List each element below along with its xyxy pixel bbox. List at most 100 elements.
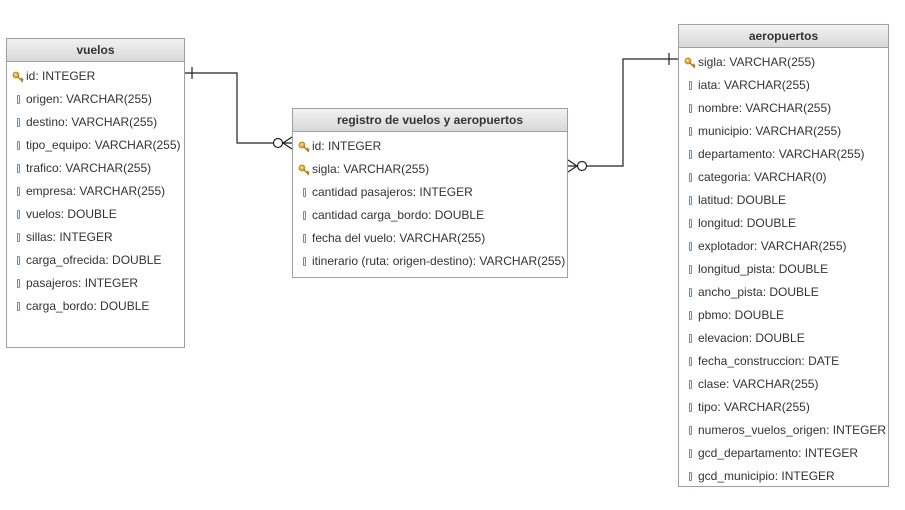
- field-label: gcd_municipio: INTEGER: [698, 469, 835, 483]
- crowfoot-marker: [567, 159, 578, 167]
- field-label: sigla: VARCHAR(255): [312, 162, 430, 176]
- field-label: nombre: VARCHAR(255): [698, 101, 832, 115]
- column-icon: [684, 125, 696, 139]
- field-row[interactable]: cantidad pasajeros: INTEGER: [293, 181, 567, 204]
- field-row[interactable]: explotador: VARCHAR(255): [679, 235, 888, 258]
- column-icon: [684, 309, 696, 323]
- field-label: origen: VARCHAR(255): [26, 92, 152, 106]
- field-list: id: INTEGER sigla: VARCHAR(255) cantidad p…: [293, 132, 567, 273]
- field-row[interactable]: categoria: VARCHAR(0): [679, 166, 888, 189]
- field-label: destino: VARCHAR(255): [26, 115, 158, 129]
- field-label: empresa: VARCHAR(255): [26, 184, 166, 198]
- field-label: longitud_pista: DOUBLE: [698, 262, 829, 276]
- field-row[interactable]: longitud_pista: DOUBLE: [679, 258, 888, 281]
- column-icon: [12, 185, 24, 199]
- field-row[interactable]: longitud: DOUBLE: [679, 212, 888, 235]
- field-row[interactable]: departamento: VARCHAR(255): [679, 143, 888, 166]
- column-icon: [684, 355, 696, 369]
- field-label: municipio: VARCHAR(255): [698, 124, 842, 138]
- field-row[interactable]: sillas: INTEGER: [7, 226, 184, 249]
- field-label: ancho_pista: DOUBLE: [698, 285, 819, 299]
- entity-title: vuelos: [7, 39, 184, 62]
- field-row[interactable]: iata: VARCHAR(255): [679, 74, 888, 97]
- field-row[interactable]: itinerario (ruta: origen-destino): VARCH…: [293, 250, 567, 273]
- column-icon: [684, 217, 696, 231]
- field-row[interactable]: tipo_equipo: VARCHAR(255): [7, 134, 184, 157]
- column-icon: [12, 162, 24, 176]
- column-icon: [12, 231, 24, 245]
- field-label: cantidad pasajeros: INTEGER: [312, 185, 473, 199]
- field-row[interactable]: tipo: VARCHAR(255): [679, 396, 888, 419]
- column-icon: [12, 139, 24, 153]
- column-icon: [684, 79, 696, 93]
- field-row[interactable]: destino: VARCHAR(255): [7, 111, 184, 134]
- field-row[interactable]: pbmo: DOUBLE: [679, 304, 888, 327]
- field-label: pbmo: DOUBLE: [698, 308, 785, 322]
- column-icon: [298, 255, 310, 269]
- entity-aeropuertos[interactable]: aeropuertos sigla: VARCHAR(255)iata: VAR…: [678, 24, 889, 487]
- field-row[interactable]: gcd_departamento: INTEGER: [679, 442, 888, 465]
- field-label: gcd_departamento: INTEGER: [698, 446, 859, 460]
- crowfoot-marker: [282, 136, 293, 144]
- column-icon: [684, 263, 696, 277]
- field-label: pasajeros: INTEGER: [26, 276, 139, 290]
- field-label: departamento: VARCHAR(255): [698, 147, 865, 161]
- field-label: carga_bordo: DOUBLE: [26, 299, 150, 313]
- column-icon: [684, 194, 696, 208]
- key-icon: [298, 163, 310, 177]
- field-label: cantidad carga_bordo: DOUBLE: [312, 208, 485, 222]
- field-list: sigla: VARCHAR(255) iata: VARCHAR(255) nom…: [679, 48, 888, 488]
- column-icon: [298, 186, 310, 200]
- field-row[interactable]: carga_bordo: DOUBLE: [7, 295, 184, 318]
- field-row[interactable]: id: INTEGER: [7, 65, 184, 88]
- column-icon: [684, 447, 696, 461]
- field-label: itinerario (ruta: origen-destino): VARCH…: [312, 254, 566, 268]
- column-icon: [684, 286, 696, 300]
- field-label: vuelos: DOUBLE: [26, 207, 117, 221]
- field-row[interactable]: cantidad carga_bordo: DOUBLE: [293, 204, 567, 227]
- field-row[interactable]: pasajeros: INTEGER: [7, 272, 184, 295]
- entity-vuelos[interactable]: vuelos id: INTEGER origen: VARCHAR(255) de…: [6, 38, 185, 348]
- key-icon: [298, 140, 310, 154]
- field-row[interactable]: trafico: VARCHAR(255): [7, 157, 184, 180]
- column-icon: [298, 232, 310, 246]
- field-row[interactable]: ancho_pista: DOUBLE: [679, 281, 888, 304]
- field-label: clase: VARCHAR(255): [698, 377, 819, 391]
- column-icon: [684, 171, 696, 185]
- field-row[interactable]: municipio: VARCHAR(255): [679, 120, 888, 143]
- column-icon: [684, 332, 696, 346]
- column-icon: [12, 93, 24, 107]
- column-icon: [12, 116, 24, 130]
- field-label: fecha_construccion: DATE: [698, 354, 840, 368]
- field-row[interactable]: elevacion: DOUBLE: [679, 327, 888, 350]
- field-label: sigla: VARCHAR(255): [698, 55, 816, 69]
- field-label: tipo_equipo: VARCHAR(255): [26, 138, 181, 152]
- column-icon: [684, 102, 696, 116]
- column-icon: [684, 470, 696, 484]
- field-row[interactable]: origen: VARCHAR(255): [7, 88, 184, 111]
- field-row[interactable]: carga_ofrecida: DOUBLE: [7, 249, 184, 272]
- field-row[interactable]: vuelos: DOUBLE: [7, 203, 184, 226]
- field-label: id: INTEGER: [312, 139, 382, 153]
- column-icon: [12, 254, 24, 268]
- field-row[interactable]: numeros_vuelos_origen: INTEGER: [679, 419, 888, 442]
- column-icon: [12, 277, 24, 291]
- field-row[interactable]: sigla: VARCHAR(255): [679, 51, 888, 74]
- field-label: id: INTEGER: [26, 69, 96, 83]
- field-label: latitud: DOUBLE: [698, 193, 787, 207]
- column-icon: [12, 300, 24, 314]
- field-row[interactable]: nombre: VARCHAR(255): [679, 97, 888, 120]
- field-row[interactable]: gcd_municipio: INTEGER: [679, 465, 888, 488]
- field-row[interactable]: sigla: VARCHAR(255): [293, 158, 567, 181]
- column-icon: [684, 401, 696, 415]
- field-row[interactable]: empresa: VARCHAR(255): [7, 180, 184, 203]
- field-row[interactable]: fecha_construccion: DATE: [679, 350, 888, 373]
- field-row[interactable]: fecha del vuelo: VARCHAR(255): [293, 227, 567, 250]
- field-row[interactable]: latitud: DOUBLE: [679, 189, 888, 212]
- field-row[interactable]: id: INTEGER: [293, 135, 567, 158]
- field-label: longitud: DOUBLE: [698, 216, 797, 230]
- field-label: categoria: VARCHAR(0): [698, 170, 827, 184]
- field-row[interactable]: clase: VARCHAR(255): [679, 373, 888, 396]
- entity-registro-de-vuelos-y-aeropuertos[interactable]: registro de vuelos y aeropuertos id: INT…: [292, 108, 568, 278]
